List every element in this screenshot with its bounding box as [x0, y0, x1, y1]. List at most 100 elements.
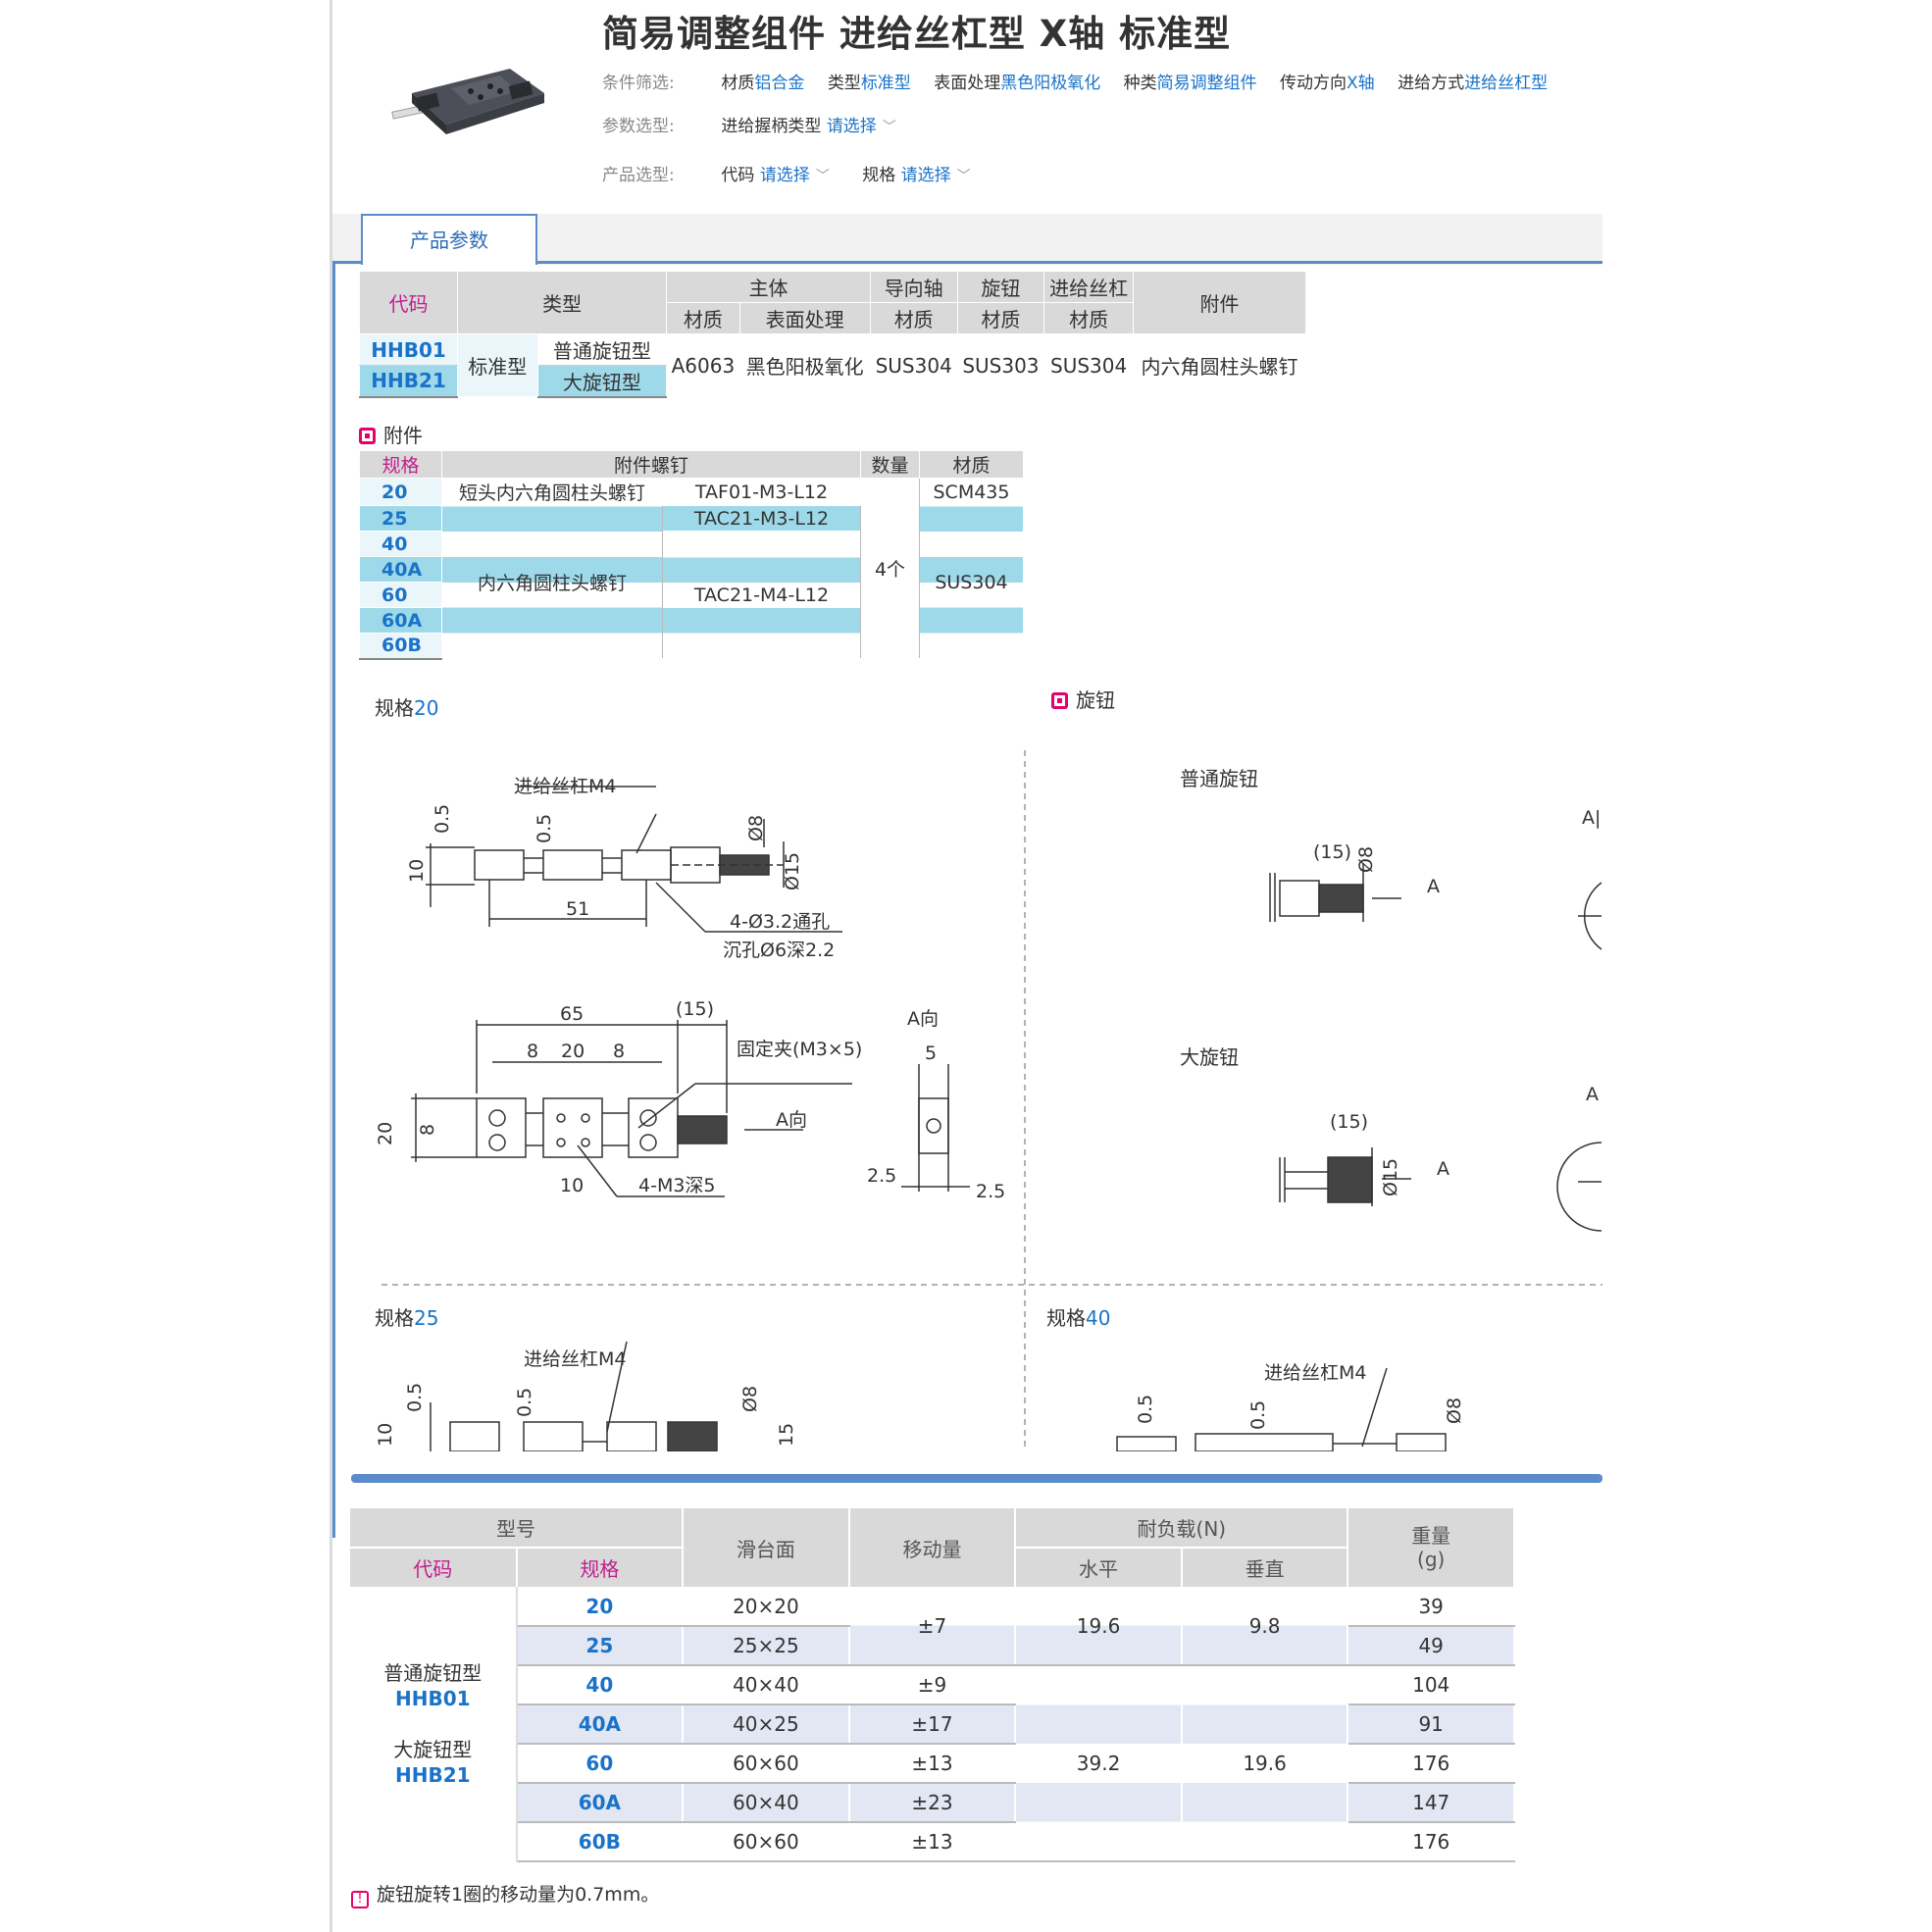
section-divider-bar — [351, 1474, 1602, 1483]
dim-label: Ø15 — [782, 852, 803, 890]
dim-label: A — [1427, 876, 1440, 897]
dim-label: 15 — [776, 1423, 797, 1447]
col-material-header: 材质 — [956, 302, 1045, 334]
dim-label: (15) — [1330, 1111, 1368, 1133]
weight-cell: 104 — [1347, 1665, 1515, 1705]
col-type-header: 类型 — [456, 271, 668, 334]
dim-label: 0.5 — [432, 804, 453, 834]
col-load-header: 耐负载(N) — [1015, 1508, 1349, 1549]
move-cell: ±13 — [848, 1822, 1017, 1862]
screw-part-cell: TAC21-M3-L12 — [662, 505, 861, 532]
col-material-header: 材质 — [666, 302, 740, 334]
accessory-section-title: 附件 — [359, 420, 423, 448]
footnote: !旋钮旋转1圈的移动量为0.7mm。 — [351, 1880, 659, 1908]
col-screw-header: 附件螺钉 — [441, 450, 861, 479]
spec-cell: 40A — [516, 1704, 685, 1745]
drawing-label-spec40: 规格40 — [1046, 1306, 1111, 1330]
spec-cell: 40A — [359, 556, 442, 583]
dim-label: 2.5 — [867, 1165, 896, 1187]
dim-label: 20 — [561, 1041, 585, 1062]
move-cell: ±9 — [848, 1665, 1017, 1705]
col-accessory-header: 附件 — [1132, 271, 1307, 334]
code-select[interactable]: 请选择 — [759, 166, 810, 185]
filter-conditions-label: 条件筛选: — [602, 74, 675, 93]
move-cell: ±13 — [848, 1744, 1017, 1784]
weight-cell: 91 — [1347, 1704, 1515, 1745]
dim-label: 0.5 — [404, 1383, 426, 1412]
tab-product-params[interactable]: 产品参数 — [361, 214, 537, 265]
spec-cell: 40 — [516, 1665, 685, 1705]
col-material-header: 材质 — [1043, 302, 1134, 334]
chevron-down-icon[interactable]: ﹀ — [956, 169, 971, 184]
dim-label: Ø8 — [1355, 846, 1377, 873]
filter-key: 种类 — [1123, 74, 1157, 93]
dim-label: 0.5 — [534, 814, 555, 843]
dim-label: 0.5 — [514, 1388, 535, 1417]
dim-label: A| — [1582, 807, 1601, 829]
col-qty-header: 数量 — [860, 450, 920, 479]
technical-drawings: 进给丝杠M4 0.5 0.5 10 Ø8 Ø15 51 4-Ø3.2通孔 沉孔Ø… — [375, 750, 1602, 1451]
dim-label: A — [1586, 1084, 1599, 1105]
accessory-cell: 内六角圆柱头螺钉 — [1132, 333, 1307, 397]
code-cell: HHB21 — [359, 365, 458, 398]
filter-value-link[interactable]: 简易调整组件 — [1156, 74, 1257, 93]
face-cell: 60×40 — [683, 1783, 850, 1823]
param-select-row: 参数选型: 进给握柄类型 请选择﹀ — [602, 112, 920, 136]
spec40-side-view-partial — [1116, 1367, 1447, 1451]
code-cell: HHB01 — [359, 333, 458, 366]
spec-select[interactable]: 请选择 — [900, 166, 951, 185]
filter-value-link[interactable]: 铝合金 — [754, 74, 805, 93]
section-marker-icon — [1051, 692, 1068, 709]
dim-label: 2.5 — [976, 1181, 1005, 1202]
filter-value-link[interactable]: 标准型 — [860, 74, 911, 93]
col-weight-header: 重量(g) — [1347, 1508, 1515, 1587]
material-cell: SUS304 — [919, 505, 1024, 659]
section-marker-icon — [359, 428, 376, 444]
chevron-down-icon[interactable]: ﹀ — [882, 120, 896, 135]
col-model-header: 型号 — [350, 1508, 685, 1549]
page-left-border — [330, 0, 332, 1932]
spec20-top-view — [411, 1020, 970, 1197]
normal-knob-label: 普通旋钮 — [1180, 767, 1258, 790]
dim-label: 51 — [566, 898, 589, 920]
col-code-header: 代码 — [350, 1548, 518, 1587]
filter-conditions-row: 条件筛选: 材质铝合金 类型标准型 表面处理黑色阳极氧化 种类简易调整组件 传动… — [602, 69, 1561, 93]
chevron-down-icon[interactable]: ﹀ — [815, 169, 830, 184]
col-surface-header: 表面处理 — [738, 302, 871, 334]
dim-label: 4-Ø3.2通孔 — [730, 911, 830, 933]
filter-key: 传动方向 — [1280, 74, 1347, 93]
dim-label: 固定夹(M3×5) — [737, 1039, 862, 1060]
col-material-header: 材质 — [919, 450, 1024, 479]
move-cell: ±23 — [848, 1783, 1017, 1823]
subtype-cell: 普通旋钮型 — [536, 333, 668, 366]
type-cell: 标准型 — [457, 333, 538, 397]
col-material-header: 材质 — [869, 302, 958, 334]
handle-type-select[interactable]: 请选择 — [826, 117, 877, 136]
spec-cell: 60B — [516, 1822, 685, 1862]
filter-value-link[interactable]: X轴 — [1347, 74, 1375, 93]
screw-part-cell: TAC21-M4-L12 — [662, 531, 861, 659]
face-cell: 60×60 — [683, 1744, 850, 1784]
spec-cell: 60B — [359, 633, 442, 660]
dim-label: 20 — [375, 1122, 396, 1145]
screw-material-cell: SUS304 — [1043, 333, 1134, 397]
col-spec-header: 规格 — [359, 450, 442, 479]
weight-cell: 147 — [1347, 1783, 1515, 1823]
weight-cell: 176 — [1347, 1744, 1515, 1784]
filter-key: 类型 — [827, 74, 861, 93]
filter-value-link[interactable]: 进给丝杠型 — [1464, 74, 1549, 93]
guide-material-cell: SUS304 — [869, 333, 958, 397]
filter-value-link[interactable]: 黑色阳极氧化 — [1000, 74, 1101, 93]
col-horizontal-header: 水平 — [1015, 1548, 1183, 1587]
dim-label: 沉孔Ø6深2.2 — [723, 940, 835, 961]
spec-cell: 25 — [516, 1626, 685, 1666]
dim-label: 65 — [560, 1003, 584, 1025]
tab-bar — [332, 214, 1602, 265]
dim-label: A — [1437, 1158, 1449, 1180]
spec-table: 型号 滑台面 移动量 耐负载(N) 重量(g) 代码 规格 水平 垂直 普通旋钮… — [350, 1508, 1515, 1862]
col-code-header: 代码 — [359, 271, 458, 334]
spec25-side-view-partial — [430, 1341, 718, 1451]
dim-label: 8 — [527, 1041, 538, 1062]
vertical-load-cell: 19.6 — [1181, 1665, 1349, 1862]
screw-part-cell: TAF01-M3-L12 — [662, 478, 861, 506]
